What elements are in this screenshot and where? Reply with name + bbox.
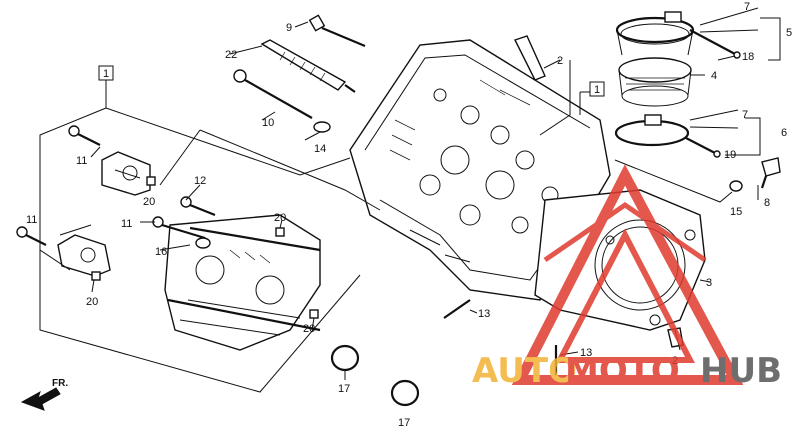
temp-sensor xyxy=(760,157,781,189)
callout-14: 14 xyxy=(314,143,326,155)
callout-11-upper: 11 xyxy=(76,155,87,167)
callout-13-upper: 13 xyxy=(478,308,490,320)
callout-9: 9 xyxy=(286,22,292,34)
head-bolt-10 xyxy=(233,69,313,119)
callout-6: 6 xyxy=(781,127,787,139)
intake-clamp-upper xyxy=(615,11,695,56)
callout-7-lower: 7 xyxy=(742,109,748,121)
callout-8: 8 xyxy=(764,197,770,209)
watermark-part-moto: MOTO xyxy=(565,351,680,391)
boxed-callout-label: 1 xyxy=(103,68,109,80)
callout-3: 3 xyxy=(706,277,712,289)
dowel-pins-20 xyxy=(91,176,319,319)
callout-18: 18 xyxy=(742,51,754,63)
callout-13-lower: 13 xyxy=(580,347,592,359)
callout-12: 12 xyxy=(194,175,206,187)
callout-20-b: 20 xyxy=(274,212,286,224)
intake-insulator xyxy=(618,57,692,107)
callout-16: 16 xyxy=(155,246,167,258)
automotohub-watermark: AUTO MOTO HUB xyxy=(472,164,782,391)
rocker-arm-lower xyxy=(57,234,111,277)
boxed-callout-label: 1 xyxy=(594,84,600,96)
studs xyxy=(443,299,558,375)
callout-22: 22 xyxy=(225,49,237,61)
washer-14 xyxy=(313,121,331,133)
washer-15 xyxy=(729,180,743,192)
intake-clamp-lower xyxy=(614,114,690,147)
small-bolts xyxy=(16,125,216,246)
camshaft-holder-left xyxy=(164,214,321,351)
callout-20-a: 20 xyxy=(143,196,155,208)
callout-20-d: 20 xyxy=(303,323,315,335)
head-bolt-long xyxy=(308,14,366,48)
callout-20-c: 20 xyxy=(86,296,98,308)
direction-label: FR. xyxy=(52,378,68,389)
front-direction-arrow: FR. xyxy=(20,378,68,411)
callout-7-top: 7 xyxy=(744,1,750,13)
callout-15: 15 xyxy=(730,206,742,218)
callout-2-top: 2 xyxy=(557,55,563,67)
boxed-callout-right: 1 xyxy=(589,81,605,97)
watermark-part-auto: AUTO xyxy=(472,351,577,391)
callout-numbers: 9 22 10 14 2 7 5 18 4 7 6 19 8 15 3 2 13… xyxy=(26,1,792,429)
boxed-callout-left: 1 xyxy=(98,65,114,81)
watermark-part-hub: HUB xyxy=(700,351,782,391)
callout-17-b: 17 xyxy=(398,417,410,429)
callout-10: 10 xyxy=(262,117,274,129)
callout-11-lower: 11 xyxy=(26,214,37,226)
clamp-screws xyxy=(685,29,741,158)
callout-4: 4 xyxy=(711,70,717,82)
spark-plug xyxy=(260,39,356,93)
callout-5: 5 xyxy=(786,27,792,39)
callout-19: 19 xyxy=(724,149,736,161)
washer-16 xyxy=(195,237,211,249)
callout-17-a: 17 xyxy=(338,383,350,395)
rocker-arm-upper xyxy=(101,151,151,196)
callout-11-middle: 11 xyxy=(121,218,132,230)
